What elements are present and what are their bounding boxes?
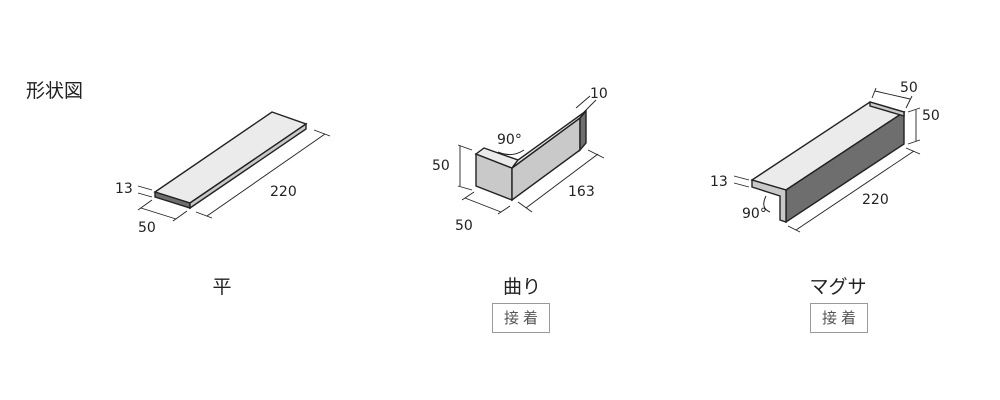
flat-length-dimension bbox=[195, 129, 331, 219]
corner-angle-arc bbox=[497, 149, 525, 156]
flat-width-label: 50 bbox=[138, 220, 156, 236]
flat-tile-side-edge bbox=[189, 122, 307, 210]
flat-length-label: 220 bbox=[270, 184, 297, 200]
corner-width-label: 50 bbox=[455, 218, 473, 234]
lintel-thickness-label: 13 bbox=[710, 174, 728, 190]
flat-tile-name: 平 bbox=[212, 276, 232, 298]
lintel-tile-name: マグサ bbox=[809, 276, 867, 298]
corner-width-dimension bbox=[461, 191, 511, 215]
corner-thickness-label: 10 bbox=[590, 86, 608, 102]
lintel-end-cap bbox=[869, 101, 905, 117]
lintel-adhesive-badge: 接着 bbox=[810, 303, 868, 333]
flat-tile-drawing: 220 50 13 bbox=[115, 111, 331, 236]
corner-height-label: 50 bbox=[432, 158, 450, 174]
corner-length-label: 163 bbox=[568, 184, 595, 200]
corner-thickness-leader bbox=[575, 95, 591, 109]
corner-thickness-tick bbox=[583, 99, 597, 113]
flat-thickness-label: 13 bbox=[115, 181, 133, 197]
lintel-tile-drawing: 90° 13 50 50 220 bbox=[710, 80, 940, 233]
lintel-angle-label: 90° bbox=[742, 206, 767, 222]
lintel-side-height-label: 50 bbox=[922, 108, 940, 124]
corner-height-dimension bbox=[457, 144, 473, 191]
corner-length-dimension bbox=[517, 149, 605, 213]
flat-thickness-dimension bbox=[137, 185, 153, 198]
flat-width-dimension bbox=[137, 199, 188, 222]
lintel-angle-arc bbox=[763, 195, 771, 213]
corner-tile-drawing: 90° 10 50 50 163 bbox=[432, 86, 608, 234]
lintel-thickness-dimension bbox=[733, 175, 750, 188]
section-title: 形状図 bbox=[26, 80, 84, 102]
lintel-top-width-label: 50 bbox=[900, 80, 918, 96]
corner-angle-label: 90° bbox=[497, 132, 522, 148]
lintel-end-profile bbox=[751, 179, 787, 223]
corner-end-edge bbox=[579, 109, 587, 152]
lintel-side-height-dimension bbox=[907, 107, 921, 145]
corner-adhesive-badge: 接着 bbox=[492, 303, 550, 333]
lintel-length-dimension bbox=[787, 147, 921, 233]
lintel-length-label: 220 bbox=[862, 192, 889, 208]
lintel-top-width-dimension bbox=[871, 87, 913, 109]
corner-tile-name: 曲り bbox=[502, 276, 541, 298]
